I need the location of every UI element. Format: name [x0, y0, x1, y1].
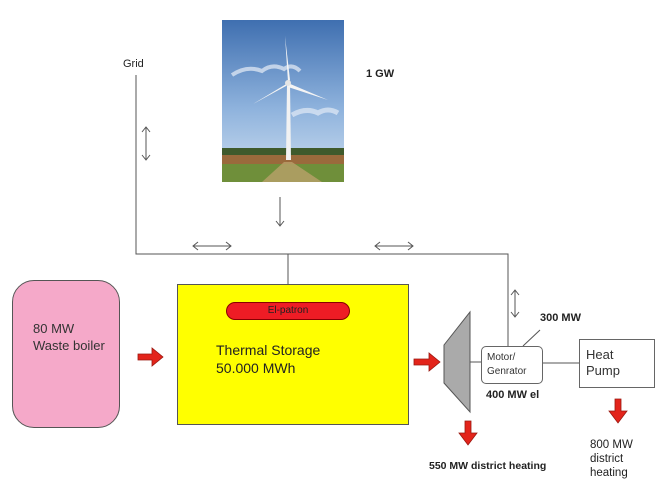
motor-generator: Motor/ Genrator [481, 346, 543, 384]
thermal-storage-name: Thermal Storage [216, 342, 321, 358]
transmission-label: 300 MW [540, 312, 581, 324]
wind-capacity-label: 1 GW [366, 68, 395, 80]
heat-pump: Heat Pump [579, 339, 655, 388]
motor-generator-line1: Motor/ [487, 352, 516, 363]
wind-turbine-photo [222, 20, 344, 182]
flow-arrow-icon [608, 398, 628, 424]
district-heating-800-label: 800 MW district heating [590, 438, 633, 480]
waste-boiler-name: Waste boiler [33, 338, 105, 353]
district-heating-800-line2: district [590, 453, 624, 465]
waste-boiler-label: 80 MW Waste boiler [33, 320, 105, 354]
heat-pump-line1: Heat [586, 347, 614, 362]
thermal-storage-capacity: 50.000 MWh [216, 360, 296, 376]
district-heating-800-line3: heating [590, 467, 628, 479]
thermal-storage-label: Thermal Storage 50.000 MWh [216, 341, 320, 377]
district-heating-550-label: 550 MW district heating [429, 460, 547, 472]
el-patron-heater: El-patron [226, 302, 350, 320]
motor-output-label: 400 MW el [486, 389, 540, 401]
district-heating-800-line1: 800 MW [590, 439, 633, 451]
heat-pump-line2: Pump [586, 363, 620, 378]
waste-boiler-capacity: 80 MW [33, 321, 75, 336]
waste-boiler: 80 MW Waste boiler [12, 280, 120, 428]
flow-arrow-icon [458, 420, 478, 446]
flow-arrow-icon [137, 347, 164, 367]
thermal-storage: Thermal Storage 50.000 MWh [177, 284, 409, 425]
motor-generator-line2: Genrator [487, 366, 527, 377]
grid-label: Grid [123, 58, 144, 70]
turbine-symbol [443, 310, 471, 414]
flow-arrow-icon [413, 352, 441, 372]
